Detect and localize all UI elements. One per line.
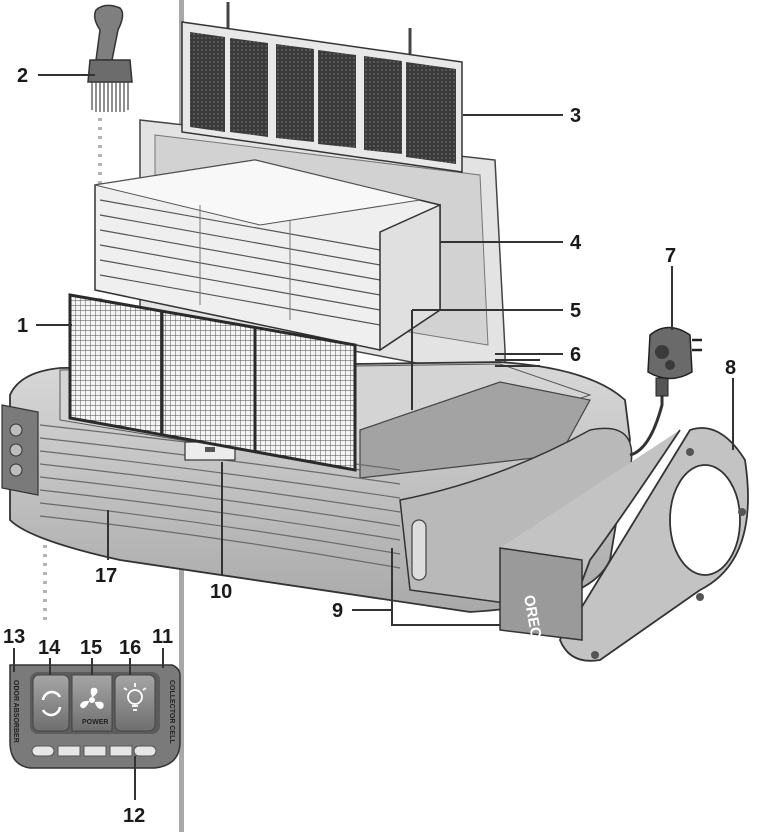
callout-6: 6 [570, 344, 581, 366]
rear-vent [495, 353, 540, 367]
power-cord [629, 326, 702, 457]
power-label: POWER [82, 719, 108, 726]
callout-9: 9 [332, 600, 343, 622]
callout-16: 16 [119, 637, 141, 659]
callout-2: 2 [17, 65, 28, 87]
odor-absorber-reset-button[interactable] [32, 674, 70, 732]
collector-cell-label: COLLECTOR CELL [168, 680, 175, 744]
callout-13: 13 [3, 626, 25, 648]
callout-7: 7 [665, 245, 676, 267]
callout-14: 14 [38, 637, 61, 659]
indicator-lights [31, 745, 157, 757]
odor-absorber-label: ODOR ABSORBER [12, 680, 19, 743]
callout-5: 5 [570, 300, 581, 322]
callout-10: 10 [210, 581, 232, 603]
collector-cell [94, 159, 441, 352]
lightbulb-icon [123, 683, 147, 711]
callout-15: 15 [80, 637, 102, 659]
cleaning-brush [87, 4, 133, 112]
refresh-icon [41, 690, 62, 717]
callout-3: 3 [570, 105, 581, 127]
odor-absorber-filter [181, 2, 463, 173]
callout-4: 4 [570, 232, 582, 254]
control-panel: POWER [9, 664, 181, 769]
callout-8: 8 [725, 357, 736, 379]
callout-11: 11 [152, 626, 173, 648]
pre-filter [68, 293, 357, 472]
stand [499, 427, 749, 662]
callout-1: 1 [17, 315, 28, 337]
fan-icon [80, 687, 104, 709]
leader-lines [13, 74, 734, 800]
callout-17: 17 [95, 565, 117, 587]
callout-12: 12 [123, 805, 145, 827]
